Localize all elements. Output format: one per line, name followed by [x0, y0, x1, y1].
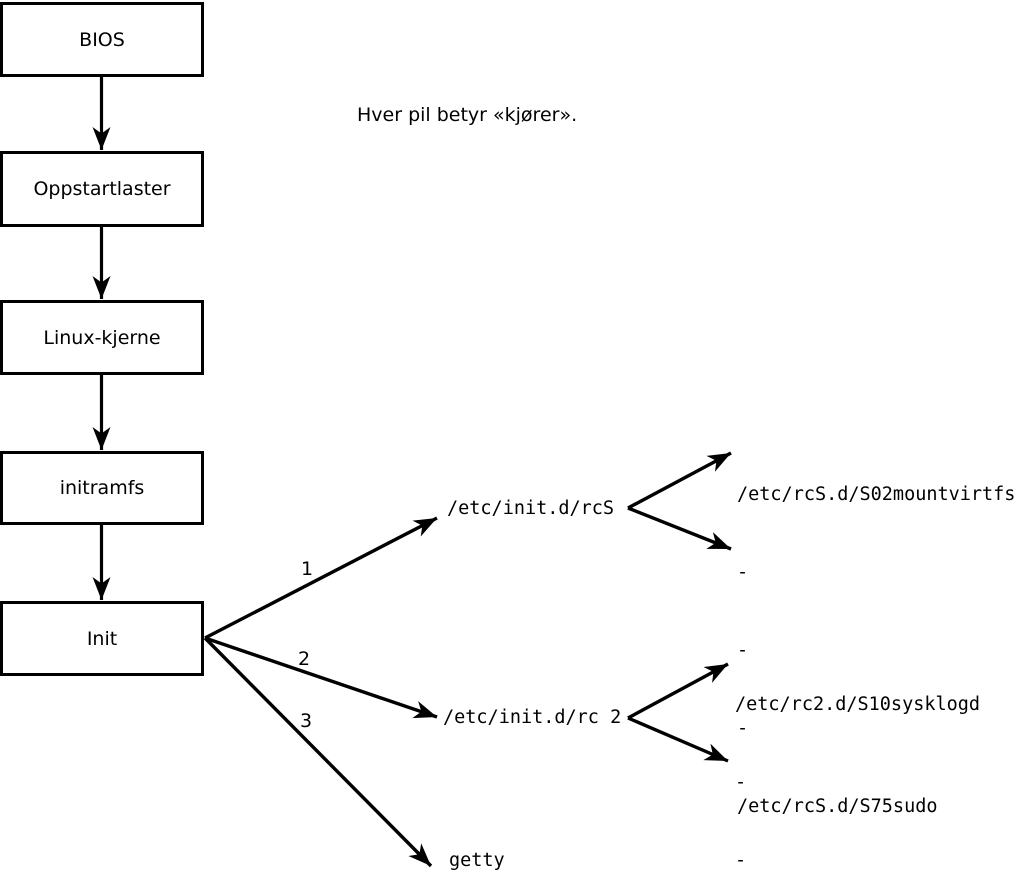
arrow-rc2-to-s10sysklogd [627, 662, 729, 720]
box-oppstartlaster: Oppstartlaster [0, 151, 204, 227]
box-initramfs-label: initramfs [59, 477, 145, 499]
rcs-script-s75sudo: /etc/rcS.d/S75sudo [737, 796, 938, 817]
rcs-ellipsis-dash-3: - [737, 718, 749, 739]
rc2-script-s10sysklogd: /etc/rc2.d/S10sysklogd [735, 694, 981, 715]
rcs-ellipsis-dash-1: - [737, 562, 749, 583]
box-oppstartlaster-label: Oppstartlaster [33, 178, 171, 200]
box-bios: BIOS [0, 2, 204, 77]
rcs-scripts-block: /etc/rcS.d/S02mountvirtfs - - - /etc/rcS… [737, 430, 1015, 872]
arrow-rcs-to-s75sudo [627, 506, 732, 551]
rc2-script-label: /etc/init.d/rc 2 [443, 707, 622, 728]
box-linux-kjerne-label: Linux-kjerne [43, 326, 161, 349]
rc2-ellipsis-dash-2: - [735, 850, 747, 871]
box-initramfs: initramfs [0, 451, 204, 525]
box-init: Init [0, 601, 204, 676]
note-text: Hver pil betyr «kjører». [357, 104, 578, 126]
arrow-1-number: 1 [301, 558, 314, 580]
rcs-ellipsis-dash-2: - [737, 640, 749, 661]
getty-label: getty [449, 850, 505, 871]
arrow-init-to-rc2 [204, 636, 438, 719]
arrow-rcs-to-s02mountvirtfs [627, 451, 732, 510]
arrow-rc2-to-s99gdm [627, 716, 729, 763]
box-linux-kjerne: Linux-kjerne [0, 300, 204, 375]
rcs-script-label: /etc/init.d/rcS [447, 498, 615, 519]
box-bios-label: BIOS [79, 28, 125, 51]
arrow-2-number: 2 [298, 648, 311, 670]
arrow-init-to-rcs [204, 516, 438, 640]
rc2-ellipsis-dash-1: - [735, 772, 747, 793]
arrow-3-number: 3 [300, 710, 313, 732]
arrow-init-to-getty [203, 636, 433, 868]
box-init-label: Init [86, 627, 118, 650]
rc2-scripts-block: /etc/rc2.d/S10sysklogd - - - /etc/rc2.d/… [735, 640, 980, 875]
rcs-script-s02mountvirtfs: /etc/rcS.d/S02mountvirtfs [737, 484, 1016, 505]
